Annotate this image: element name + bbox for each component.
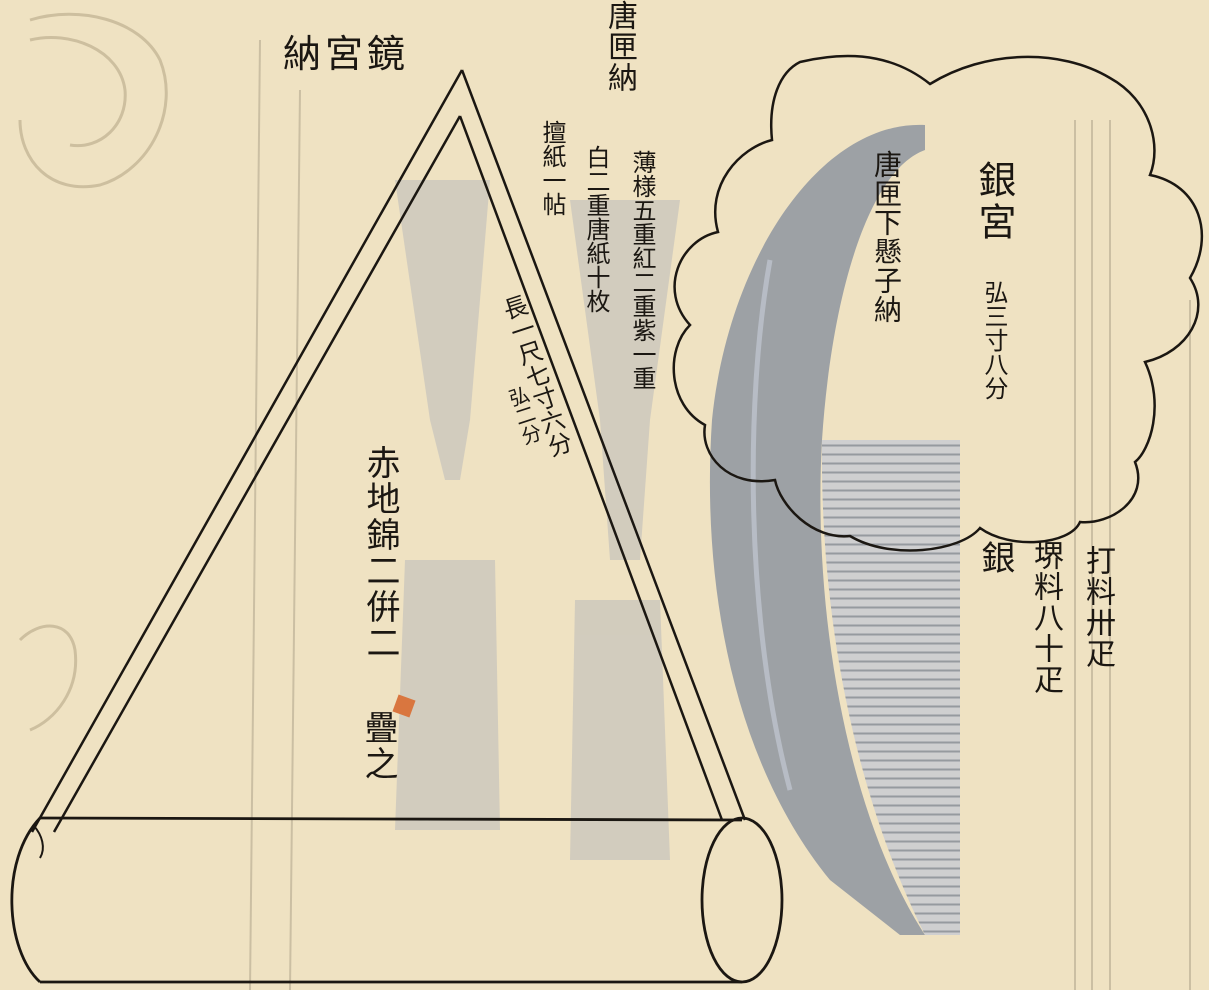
paper-wrap-label: 擅紙一帖 bbox=[538, 120, 566, 216]
comb-note-label: 唐匣下懸子納 bbox=[870, 150, 903, 324]
comb-case-label: 唐匣納 bbox=[602, 0, 637, 93]
triangle-frame bbox=[30, 69, 747, 833]
bleed-through-lines bbox=[249, 39, 1191, 990]
hammer-fee-label: 打料卅疋 bbox=[1080, 545, 1115, 669]
bleed-through-bundle bbox=[395, 180, 680, 860]
cloth-line2-label: 疊之 bbox=[358, 710, 398, 782]
colors-line1-label: 薄様五重紅二重紫一重 bbox=[628, 150, 656, 390]
comb-illustration bbox=[709, 124, 960, 935]
engrave-fee-label: 堺料八十疋 bbox=[1028, 540, 1063, 695]
cloud-cartouche bbox=[672, 54, 1204, 552]
cylinder-case bbox=[10, 816, 784, 984]
silver-label: 銀 bbox=[975, 540, 1015, 576]
red-seal-mark bbox=[392, 694, 416, 718]
mirror-case-label: 納宮鏡 bbox=[283, 32, 410, 76]
cloth-line1-label: 赤地錦二倂二 bbox=[360, 445, 400, 661]
colors-line2-label: 白二重唐紙十枚 bbox=[582, 145, 610, 313]
silver-width-label: 弘三寸八分 bbox=[980, 280, 1008, 400]
bleed-through-ornament bbox=[18, 12, 168, 732]
silver-case-label: 銀宮 bbox=[972, 160, 1016, 244]
